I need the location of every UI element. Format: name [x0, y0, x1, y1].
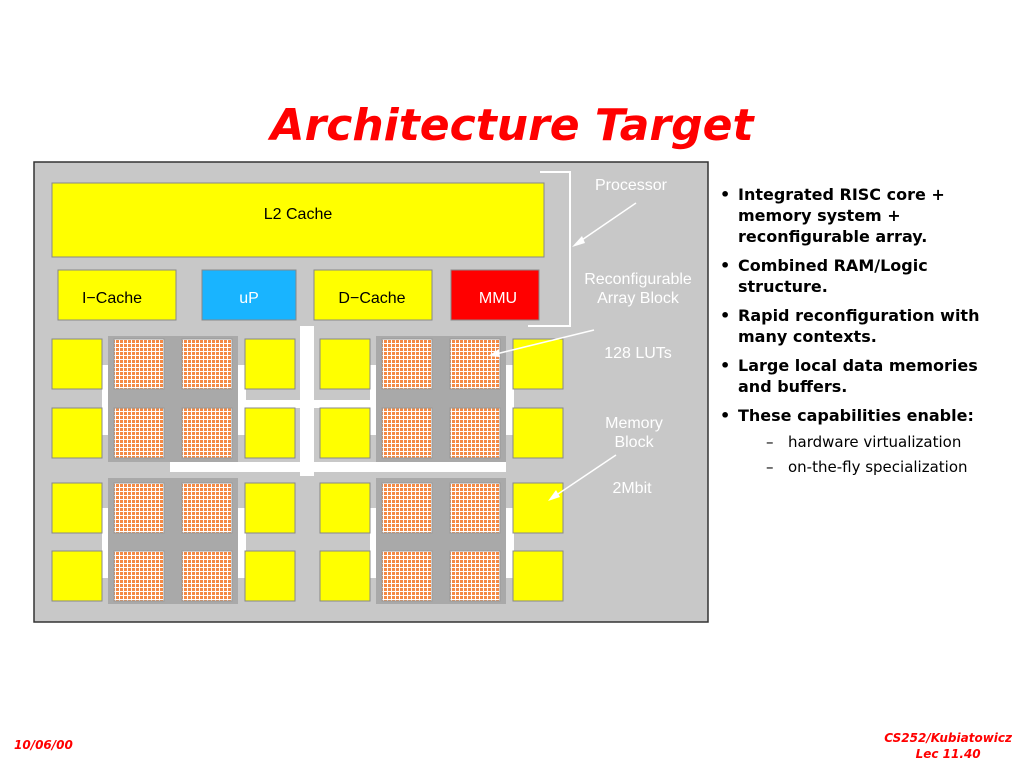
icache-label: I−Cache: [82, 290, 142, 307]
dcache-label: D−Cache: [338, 290, 405, 307]
luts-annotation: 128 LUTs: [604, 345, 672, 362]
memory-blocks: [51, 338, 564, 602]
mbit-annotation: 2Mbit: [612, 480, 652, 497]
sub-bullet-item: on-the-fly specialization: [738, 455, 1008, 480]
footer-lecture: Lec 11.40: [915, 747, 981, 761]
reconfigurable-annotation: Reconfigurable: [584, 271, 692, 288]
lut-blocks: [113, 338, 501, 602]
bullet-item-capabilities: These capabilities enable: hardware virt…: [718, 405, 1008, 480]
l2-cache-block: [51, 182, 545, 258]
dcache-block: [313, 269, 433, 321]
footer-date: 10/06/00: [14, 738, 73, 752]
processor-annotation: Processor: [595, 177, 668, 194]
bullet-item: Combined RAM/Logic structure.: [718, 255, 1008, 297]
array-block-annotation: Array Block: [597, 290, 680, 307]
bullet-list: Integrated RISC core + memory system + r…: [718, 184, 1008, 488]
footer-course: CS252/Kubiatowicz: [884, 731, 1012, 745]
footer-course-info: CS252/Kubiatowicz Lec 11.40: [884, 730, 1012, 762]
mmu-block: [450, 269, 540, 321]
bullet-item: Integrated RISC core + memory system + r…: [718, 184, 1008, 247]
up-label: uP: [239, 290, 259, 307]
sub-bullet-list: hardware virtualization on-the-fly speci…: [738, 430, 1008, 480]
icache-block: [57, 269, 177, 321]
annotation-arrows: [491, 202, 637, 499]
l2-cache-label: L2 Cache: [264, 206, 333, 223]
slide-title: Architecture Target: [270, 100, 754, 151]
capabilities-text: These capabilities enable:: [738, 406, 974, 425]
mmu-label: MMU: [479, 290, 517, 307]
up-block: [201, 269, 297, 321]
block-annotation: Block: [614, 434, 654, 451]
bullet-item: Rapid reconfiguration with many contexts…: [718, 305, 1008, 347]
processor-bracket: [528, 171, 571, 327]
arrow-heads: [488, 236, 585, 501]
memory-annotation: Memory: [605, 415, 663, 432]
bullet-item: Large local data memories and buffers.: [718, 355, 1008, 397]
sub-bullet-item: hardware virtualization: [738, 430, 1008, 455]
